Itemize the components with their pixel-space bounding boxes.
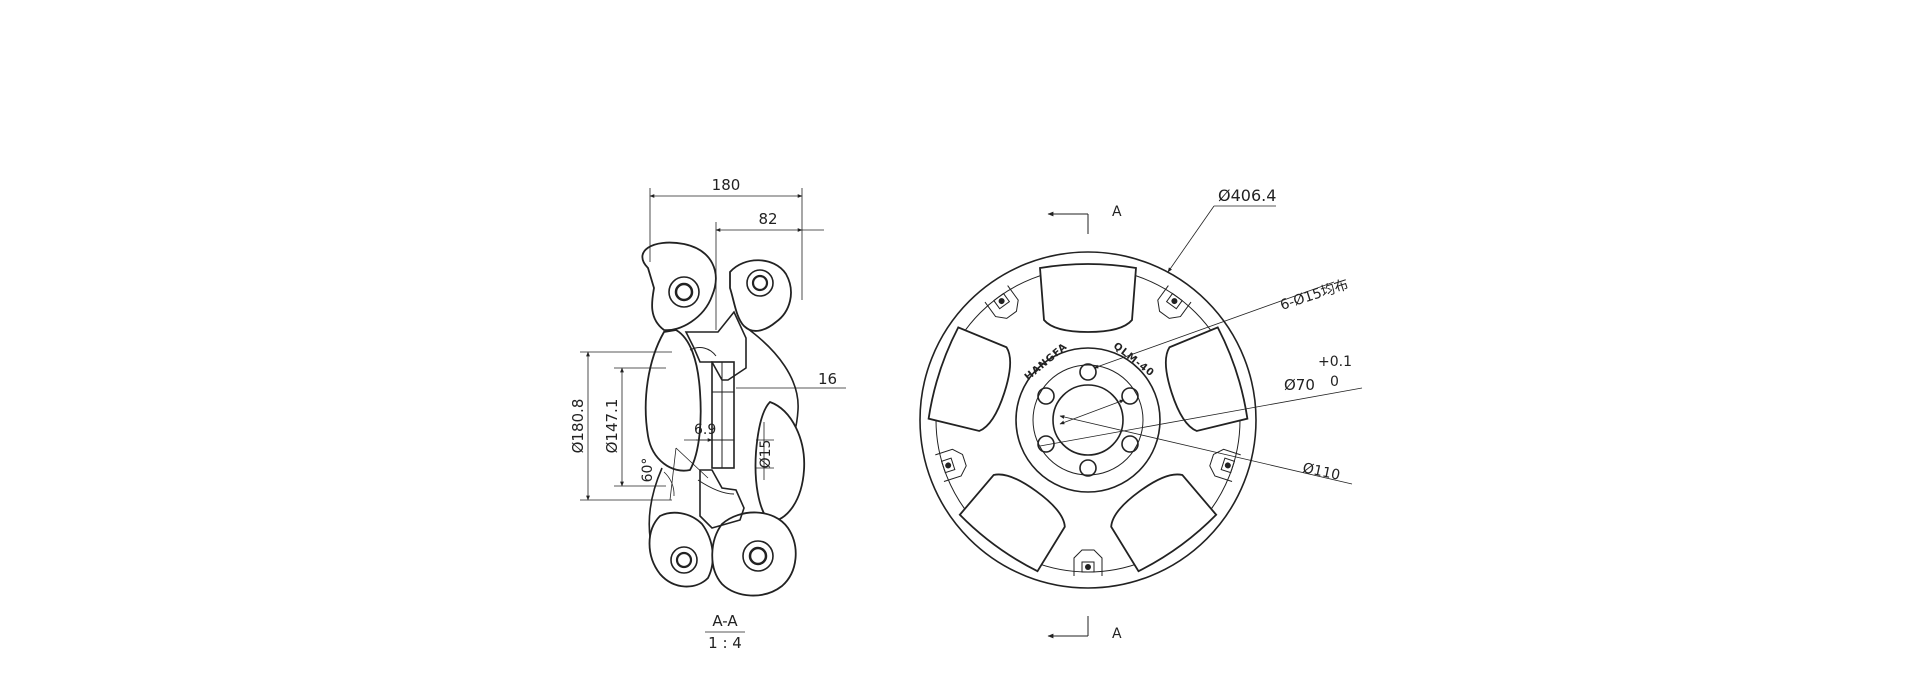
- section-marker-bottom: [1047, 616, 1089, 639]
- front-rollers: [927, 263, 1249, 573]
- section-view-a-a: 180 82 Ø180.8 Ø147.1 16 6.9 Ø15 60° A-A …: [569, 176, 846, 652]
- note-holes: 6-Ø15均布: [1278, 277, 1350, 314]
- section-label-bottom: A: [1112, 626, 1122, 642]
- hub-pcd-circle: [1032, 364, 1144, 476]
- front-view: A A: [919, 186, 1363, 642]
- dimension-lines: [580, 188, 846, 501]
- wheel-outer-circle: [919, 251, 1257, 589]
- roller-bottom-left: [648, 511, 714, 588]
- section-marker-top: [1047, 211, 1089, 234]
- leader-lines: [1039, 205, 1363, 485]
- center-bore: [1052, 384, 1124, 456]
- roller-top-left: [641, 241, 717, 331]
- mounting-holes: [1037, 363, 1139, 477]
- section-title: A-A: [712, 612, 738, 630]
- dim-width-82: 82: [758, 210, 777, 228]
- dim-width-180: 180: [712, 176, 741, 194]
- hub-cross-section: [684, 310, 747, 529]
- dim-dia-15: Ø15: [758, 440, 774, 469]
- brand-text-left: HANGFA: [1023, 341, 1070, 383]
- tol-lower: 0: [1330, 374, 1339, 390]
- dim-6-9: 6.9: [694, 422, 716, 438]
- section-scale: 1 : 4: [708, 634, 742, 652]
- dim-angle-60: 60°: [640, 458, 656, 483]
- roller-bottom-right: [711, 511, 797, 597]
- dim-dia-bore: Ø70: [1284, 376, 1315, 394]
- roller-brackets: [935, 285, 1241, 576]
- dim-dia-147-1: Ø147.1: [603, 399, 621, 454]
- section-label-top: A: [1112, 204, 1122, 220]
- dim-16: 16: [818, 370, 837, 388]
- dim-dia-outer: Ø406.4: [1218, 186, 1276, 205]
- dim-dia-180-8: Ø180.8: [569, 399, 587, 454]
- hub-outer-circle: [1015, 347, 1161, 493]
- tol-upper: +0.1: [1318, 354, 1352, 370]
- dim-dia-pcd: Ø110: [1301, 460, 1341, 483]
